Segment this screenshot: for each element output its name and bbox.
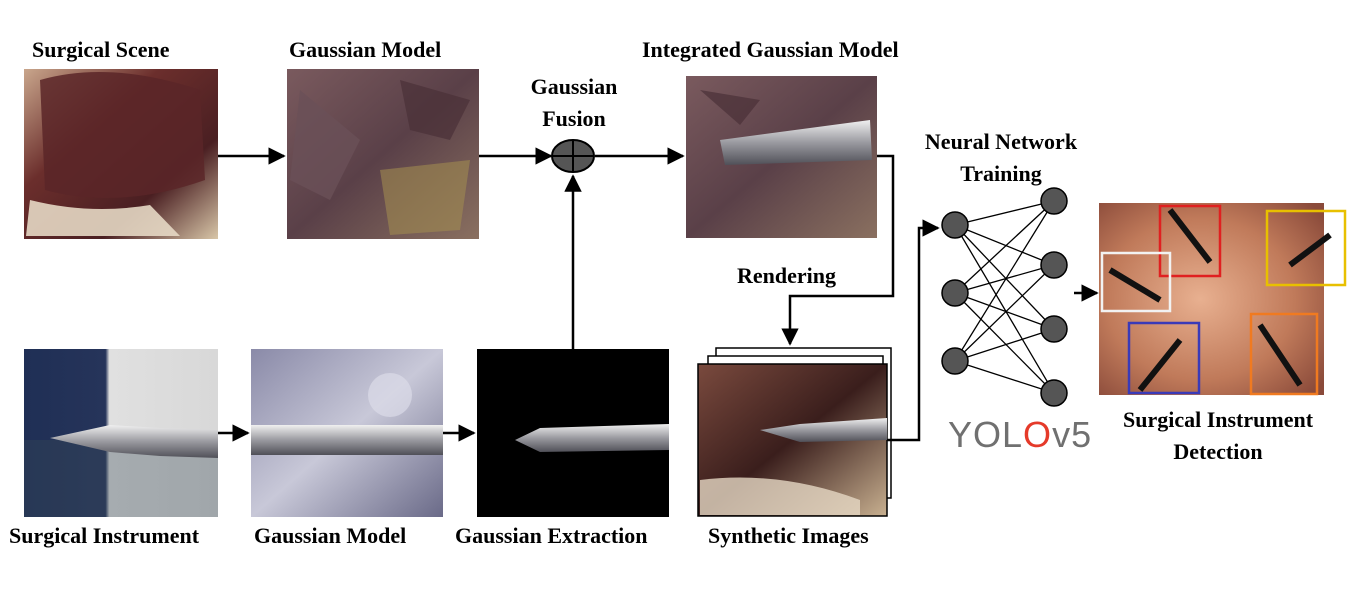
arrow-rendering — [781, 154, 895, 346]
nn-connection — [954, 292, 1055, 330]
nn-connection — [954, 264, 1055, 362]
nn-connection — [954, 224, 1055, 266]
label-gaussian-model-top: Gaussian Model — [289, 37, 442, 62]
label-surgical-instrument: Surgical Instrument — [9, 523, 200, 548]
surgical-instrument-image — [24, 349, 218, 517]
nn-connection — [954, 292, 1055, 394]
nn-connection — [954, 264, 1055, 294]
nn-connection — [954, 224, 1055, 394]
nn-connection — [954, 224, 1055, 330]
yolov5-logo: YOLOv5 — [948, 414, 1092, 456]
detection-box-white — [1100, 251, 1172, 313]
label-gaussian-fusion: Gaussian Fusion — [530, 74, 618, 131]
gaussian-model-instrument-image — [251, 349, 443, 517]
gaussian-extraction-image — [477, 349, 669, 517]
surgical-scene-image — [24, 69, 218, 239]
synthetic-images-stack — [697, 347, 892, 517]
neural-network — [941, 187, 1068, 407]
label-gaussian-model-bottom: Gaussian Model — [254, 523, 407, 548]
nn-connection — [954, 200, 1055, 226]
gaussian-fusion-operator — [551, 139, 595, 173]
nn-connection — [954, 328, 1055, 362]
detection-box-red — [1158, 204, 1222, 278]
nn-input-node — [941, 347, 969, 375]
gaussian-model-scene-image — [287, 69, 479, 239]
nn-output-node — [1040, 187, 1068, 215]
label-synthetic-images: Synthetic Images — [708, 523, 869, 548]
label-surgical-instrument-detection: Surgical Instrument Detection — [1122, 407, 1314, 464]
label-neural-network-training: Neural Network Training — [924, 129, 1078, 186]
detection-box-blue — [1127, 321, 1201, 395]
integrated-gaussian-model-image — [686, 76, 877, 238]
nn-input-node — [941, 279, 969, 307]
nn-input-node — [941, 211, 969, 239]
detection-box-yellow — [1265, 209, 1347, 287]
label-integrated-gaussian-model: Integrated Gaussian Model — [642, 37, 899, 62]
nn-connection — [954, 360, 1055, 394]
yolo-ring: O — [1023, 414, 1053, 455]
arrow-to-network — [887, 219, 940, 442]
nn-connection — [954, 200, 1055, 362]
nn-output-node — [1040, 315, 1068, 343]
nn-output-node — [1040, 379, 1068, 407]
nn-output-node — [1040, 251, 1068, 279]
label-rendering: Rendering — [737, 263, 836, 288]
label-surgical-scene: Surgical Scene — [32, 37, 170, 62]
label-gaussian-extraction: Gaussian Extraction — [455, 523, 648, 548]
detection-image — [1099, 203, 1347, 396]
detection-box-orange — [1249, 312, 1319, 396]
arrows — [218, 147, 1099, 442]
yolo-prefix: YOL — [948, 414, 1024, 455]
yolo-suffix: v5 — [1052, 414, 1093, 455]
nn-connection — [954, 200, 1055, 294]
